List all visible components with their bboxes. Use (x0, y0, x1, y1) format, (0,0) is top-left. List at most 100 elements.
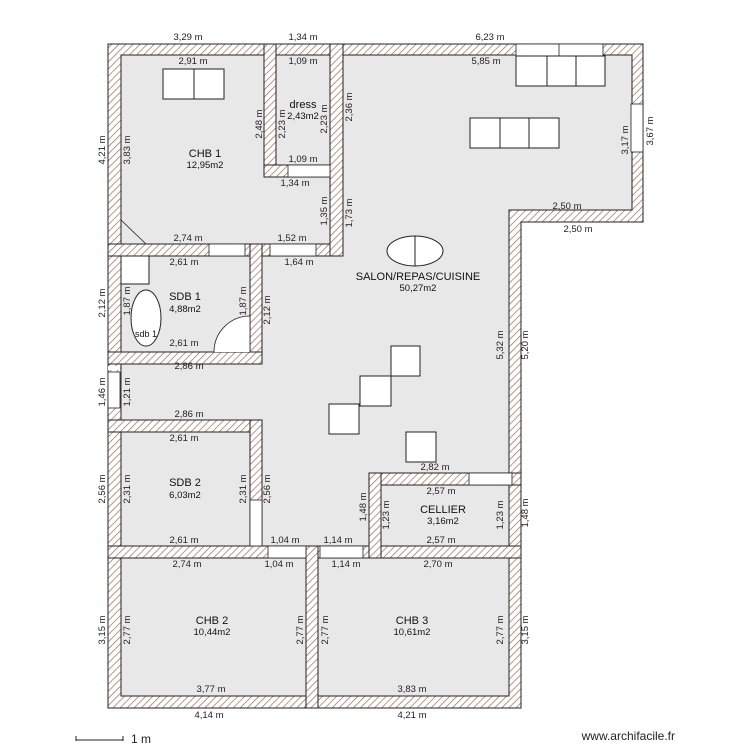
dim-cellier-top-outer: 2,82 m (420, 462, 449, 473)
dim-top-right: 6,23 m (475, 32, 504, 43)
dim-chb3-bottom-inner: 3,83 m (397, 684, 426, 695)
dim-left-chb1-inner: 3,83 m (122, 135, 133, 164)
wall-sdb1-bottom (107, 351, 263, 365)
door-dress (287, 164, 331, 178)
dim-chb3-top: 2,70 m (423, 559, 452, 570)
dim-right-mid-outer: 5,20 m (520, 330, 531, 359)
dim-bottom-right: 4,21 m (397, 710, 426, 721)
dim-sdb1-top: 2,61 m (169, 257, 198, 268)
dim-bottom-left: 4,14 m (194, 710, 223, 721)
watermark: www.archifacile.fr (581, 729, 675, 743)
dim-door-1-04-top: 1,04 m (270, 535, 299, 546)
dining-table (386, 235, 444, 267)
dim-sdb2-left-inner: 2,31 m (122, 474, 133, 503)
scale-bar (75, 736, 124, 741)
dim-chb3-left-inner: 2,77 m (320, 615, 331, 644)
dim-right-top-outer: 3,67 m (645, 116, 656, 145)
door-sdb2 (249, 499, 263, 547)
dim-cellier-left-outer: 1,48 m (358, 492, 369, 521)
passage-corridor (269, 243, 317, 257)
dim-corridor-vert-1: 1,35 m (319, 196, 330, 225)
wall-chb2-chb3 (305, 545, 319, 709)
room-name-dress: dress (290, 99, 317, 111)
room-name-cellier: CELLIER (420, 504, 466, 516)
dim-cellier-left-inner: 1,23 m (381, 500, 392, 529)
door-swing-sdb1 (213, 315, 251, 353)
dim-cellier-top-inner: 2,57 m (426, 486, 455, 497)
furniture-kitchen-island (469, 117, 560, 149)
chb3-floor (317, 557, 510, 697)
dim-dress-top-inner: 1,09 m (288, 56, 317, 67)
dim-chb2-top: 2,74 m (172, 559, 201, 570)
front-door (107, 371, 121, 409)
dim-dress-right: 2,36 m (344, 92, 355, 121)
dim-chb2-left-inner: 2,77 m (122, 615, 133, 644)
door-chb3 (319, 545, 364, 559)
room-name-chb2: CHB 2 (196, 615, 228, 627)
room-area-sdb2: 6,03m2 (169, 490, 201, 501)
room-area-chb2: 10,44m2 (194, 627, 231, 638)
dim-right-top-inner: 3,17 m (620, 125, 631, 154)
dim-door-1-14-top: 1,14 m (323, 535, 352, 546)
dim-hall-top: 2,86 m (174, 361, 203, 372)
dim-chb2-left-outer: 3,15 m (97, 615, 108, 644)
chb2-floor (120, 557, 307, 697)
dim-top-left: 3,29 m (173, 32, 202, 43)
room-name-chb3: CHB 3 (396, 615, 428, 627)
dim-hall-left-inner: 1,21 m (122, 377, 133, 406)
dim-sdb1-bottom: 2,61 m (169, 338, 198, 349)
sdb2-floor (120, 431, 251, 547)
furniture-kitchen-top (515, 55, 606, 87)
dim-corridor-vert-2: 1,73 m (344, 198, 355, 227)
wall-cellier-left (368, 472, 382, 559)
dim-hall-left-outer: 1,46 m (97, 377, 108, 406)
fixture-label-sdb1: sdb 1 (135, 329, 157, 339)
dim-chb3-right-inner: 2,77 m (495, 615, 506, 644)
sdb1-sink (120, 255, 150, 285)
room-name-chb1: CHB 1 (189, 148, 221, 160)
room-area-dress: 2,43m2 (287, 111, 319, 122)
dim-step-top: 2,50 m (552, 201, 581, 212)
dim-dress-inner-left: 2,23 m (277, 109, 288, 138)
window-right (630, 103, 644, 153)
wall-dress-left (263, 43, 277, 178)
dim-door-1-14-bottom: 1,14 m (331, 559, 360, 570)
dim-chb2-right-inner: 2,77 m (295, 615, 306, 644)
dim-right-mid-inner: 5,32 m (495, 330, 506, 359)
room-name-sdb1: SDB 1 (169, 291, 201, 303)
wall-sdb2-top (107, 419, 263, 433)
dim-step-bottom: 2,50 m (563, 224, 592, 235)
dim-dress-inner-right: 2,23 m (319, 104, 330, 133)
room-area-sdb1: 4,88m2 (169, 304, 201, 315)
dim-door-1-04-bottom: 1,04 m (264, 559, 293, 570)
room-name-sdb2: SDB 2 (169, 477, 201, 489)
wall-dress-right (329, 43, 344, 257)
dim-top-mid: 1,34 m (288, 32, 317, 43)
scale-label: 1 m (131, 732, 151, 746)
dim-chb2-bottom-inner: 3,77 m (196, 684, 225, 695)
room-area-chb1: 12,95m2 (187, 160, 224, 171)
door-cellier (468, 472, 513, 486)
dim-cellier-bottom: 2,57 m (426, 535, 455, 546)
dim-sdb2-left-outer: 2,56 m (97, 474, 108, 503)
dim-chb1-bottom: 2,74 m (173, 233, 202, 244)
dim-sdb2-top: 2,61 m (169, 433, 198, 444)
dim-dress-bottom-inner: 1,09 m (288, 154, 317, 165)
dim-corridor-1-64: 1,64 m (284, 257, 313, 268)
dim-sdb1-left-inner: 1,87 m (122, 286, 133, 315)
dim-chb3-right-outer: 3,15 m (520, 615, 531, 644)
dim-cellier-right-outer: 1,48 m (520, 498, 531, 527)
door-swing-chb1 (120, 219, 147, 245)
dim-sdb1-right-outer: 2,12 m (262, 295, 273, 324)
wall-sdb1-right (249, 243, 263, 365)
dim-sdb2-right-inner: 2,31 m (238, 474, 249, 503)
dim-dress-bottom-outer: 1,34 m (280, 178, 309, 189)
furniture-chb1-bed (162, 68, 225, 100)
room-area-chb3: 10,61m2 (394, 627, 431, 638)
room-area-salon: 50,27m2 (400, 283, 437, 294)
dim-sdb2-right-outer: 2,56 m (262, 474, 273, 503)
furniture-salon-steps (328, 345, 437, 463)
dim-sdb2-bottom: 2,61 m (169, 535, 198, 546)
dim-left-chb1-outer: 4,21 m (97, 135, 108, 164)
